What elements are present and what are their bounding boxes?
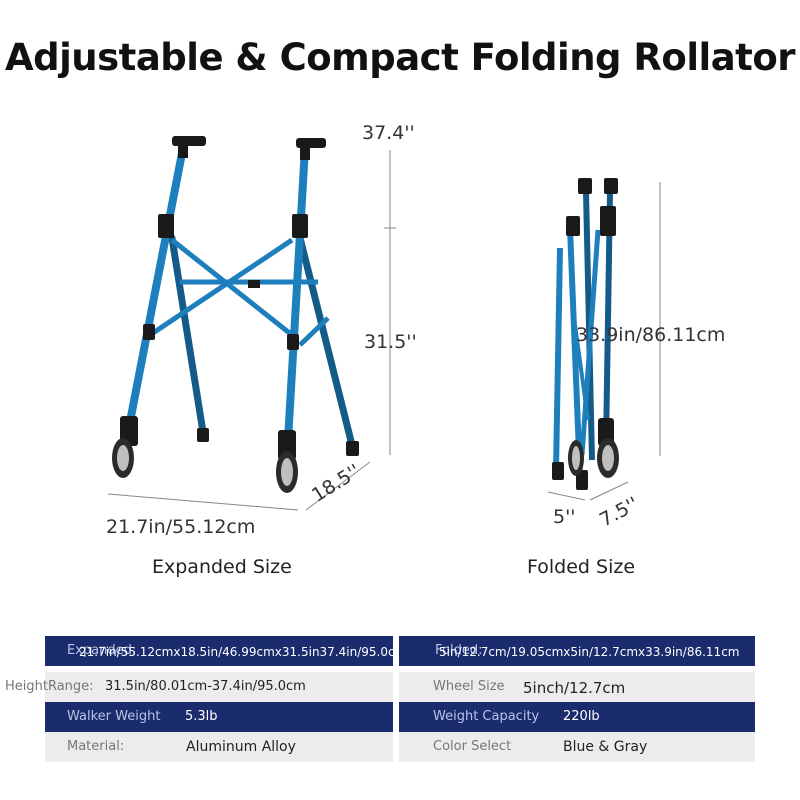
spec-cell: Wheel Size 5inch/12.7cm: [399, 672, 755, 702]
spec-row-weight: Walker Weight 5.3lb Weight Capacity 220l…: [45, 702, 755, 732]
spec-label: Weight Capacity: [433, 709, 540, 724]
spec-label: Folded:: [435, 643, 483, 658]
spec-cell: Weight Capacity 220lb: [399, 702, 755, 732]
folded-height-label: 33.9in/86.11cm: [576, 324, 726, 346]
spec-value: 5.3lb: [185, 709, 218, 724]
spec-label: Color Select: [433, 739, 512, 754]
spec-row-material: Material: Aluminum Alloy Color Select Bl…: [45, 732, 755, 762]
folded-width-label: 5'': [553, 506, 576, 528]
expanded-size-caption: Expanded Size: [152, 556, 292, 578]
expanded-walker-image: [107, 136, 396, 511]
spec-value: 31.5in/80.01cm-37.4in/95.0cm: [105, 679, 306, 694]
spec-cell: Folded: 5in/12.7cm/19.05cmx5in/12.7cmx33…: [399, 636, 755, 666]
spec-value: 21.7in/55.12cmx18.5in/46.99cmx31.5in37.4…: [79, 645, 407, 659]
spec-label: Expanded:: [67, 643, 137, 658]
spec-cell: Color Select Blue & Gray: [399, 732, 755, 762]
spec-cell: Material: Aluminum Alloy: [45, 732, 393, 762]
expanded-height-max-label: 37.4'': [362, 122, 415, 144]
spec-value: Aluminum Alloy: [186, 739, 296, 755]
spec-label: HeightRange:: [5, 679, 94, 694]
spec-value: 5in/12.7cm/19.05cmx5in/12.7cmx33.9in/86.…: [439, 645, 740, 659]
spec-row-dimensions: Expanded: 21.7in/55.12cmx18.5in/46.99cmx…: [45, 636, 755, 666]
expanded-height-min-label: 31.5'': [364, 331, 417, 353]
expanded-width-label: 21.7in/55.12cm: [106, 516, 256, 538]
spec-label: Material:: [67, 739, 125, 754]
spec-label: Wheel Size: [433, 679, 505, 694]
spec-label: Walker Weight: [67, 709, 161, 724]
spec-value: 5inch/12.7cm: [523, 679, 626, 697]
spec-row-height-range: HeightRange: 31.5in/80.01cm-37.4in/95.0c…: [5, 672, 755, 702]
page-title: Adjustable & Compact Folding Rollator: [4, 36, 796, 79]
spec-cell: HeightRange: 31.5in/80.01cm-37.4in/95.0c…: [5, 672, 393, 702]
spec-cell: Walker Weight 5.3lb: [45, 702, 393, 732]
spec-value: 220lb: [563, 709, 600, 724]
spec-cell: Expanded: 21.7in/55.12cmx18.5in/46.99cmx…: [45, 636, 406, 666]
folded-walker-image: [547, 178, 661, 501]
folded-size-caption: Folded Size: [527, 556, 636, 578]
spec-value: Blue & Gray: [563, 739, 648, 755]
